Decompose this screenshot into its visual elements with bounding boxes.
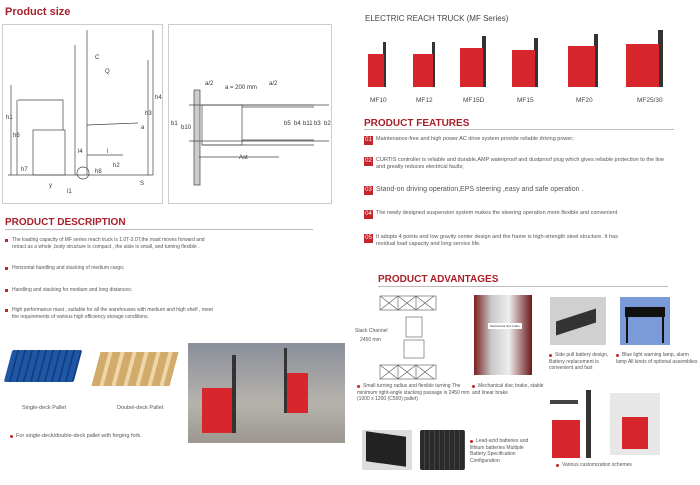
battery-pull-caption: Side pull battery design, Battery replac… bbox=[549, 352, 614, 372]
lamp-text: Blue light warning lamp, alarm lamp All … bbox=[616, 352, 698, 365]
description-item: Horizontal handling and stacking of medi… bbox=[5, 265, 124, 272]
top-view-drawing bbox=[189, 89, 329, 186]
dim-label: b2 bbox=[324, 121, 331, 127]
feature-number: 04 bbox=[364, 210, 373, 219]
custom-caption: Various customization schemes bbox=[556, 462, 632, 469]
model-label: MF25/30 bbox=[637, 97, 663, 104]
dim-label: a bbox=[141, 125, 145, 131]
custom-truck-photo bbox=[550, 390, 602, 458]
custom-body-photo bbox=[610, 393, 660, 455]
dim-label: Ast bbox=[239, 155, 248, 161]
truck-image-mf25-30 bbox=[626, 30, 668, 87]
double-deck-label: Doubel-deck Pallet bbox=[117, 405, 164, 411]
feature-number: 05 bbox=[364, 234, 373, 243]
series-title: ELECTRIC REACH TRUCK (MF Series) bbox=[365, 14, 509, 23]
dim-label: l bbox=[107, 149, 109, 155]
dim-label: h7 bbox=[21, 167, 28, 173]
side-view-drawing bbox=[8, 30, 154, 180]
dim-label: h1 bbox=[6, 115, 13, 121]
custom-text: Various customization schemes bbox=[562, 462, 632, 468]
battery-pull-text: Side pull battery design, Battery replac… bbox=[549, 352, 609, 371]
model-label: MF10 bbox=[370, 97, 387, 104]
truck-image-mf12 bbox=[413, 42, 439, 87]
dim-label: a/2 bbox=[205, 81, 214, 87]
description-title: PRODUCT DESCRIPTION bbox=[5, 217, 126, 228]
feature-text: The newly designed suspension system mak… bbox=[376, 210, 618, 216]
model-label: MF12 bbox=[416, 97, 433, 104]
single-deck-label: Single-deck Pallet bbox=[22, 405, 67, 411]
dim-label: b1 bbox=[171, 121, 178, 127]
dim-label: a = 200 mm bbox=[225, 85, 257, 91]
batteries-text: Lead-acid batteries and lithium batterie… bbox=[470, 438, 529, 464]
stack-channel-diagram bbox=[378, 295, 438, 380]
pallet-note: For single-deck/double-deck pallet with … bbox=[10, 433, 142, 440]
feature-number: 03 bbox=[364, 186, 373, 195]
model-label: MF15 bbox=[517, 97, 534, 104]
disc-brake-photo: Mechanical disc brake bbox=[474, 295, 532, 375]
truck-image-mf20 bbox=[568, 34, 602, 87]
lamp-caption: Blue light warning lamp, alarm lamp All … bbox=[616, 352, 700, 365]
turning-caption: Small turning radius and flexible turnin… bbox=[357, 383, 472, 403]
dim-label: b3 bbox=[314, 121, 321, 127]
dim-label: l1 bbox=[67, 189, 72, 195]
dim-label: h6 bbox=[13, 133, 20, 139]
brake-caption: Mechanical disc brake, stable and linear… bbox=[472, 383, 547, 396]
battery-tray-photo bbox=[550, 297, 606, 345]
dim-label: h8 bbox=[95, 169, 102, 175]
features-title: PRODUCT FEATURES bbox=[364, 118, 470, 129]
feature-number: 02 bbox=[364, 157, 373, 166]
stack-channel-value: 2450 mm bbox=[360, 337, 381, 343]
dim-label: h2 bbox=[113, 163, 120, 169]
warning-lamp-photo bbox=[620, 297, 670, 345]
model-label: MF15D bbox=[463, 97, 485, 104]
pallet-note-text: For single-deck/double-deck pallet with … bbox=[16, 433, 142, 439]
description-item: Handling and stacking for medium and lon… bbox=[5, 287, 132, 294]
feature-text: CURTIS controller is reliable and durabl… bbox=[376, 157, 665, 170]
brake-text: Mechanical disc brake, stable and linear… bbox=[472, 383, 544, 396]
feature-text: Stand-on driving operation,EPS steering … bbox=[376, 186, 584, 193]
side-view-diagram: C Q h4 h3 h1 h6 l4 l h2 h7 h8 y l1 S a bbox=[2, 24, 163, 204]
dim-label: l4 bbox=[78, 149, 83, 155]
truck-image-mf15 bbox=[512, 38, 542, 87]
single-deck-pallet-image bbox=[3, 350, 83, 382]
dim-label: h4 bbox=[155, 95, 162, 101]
lithium-battery-photo bbox=[420, 430, 465, 470]
product-size-title: Product size bbox=[5, 6, 71, 18]
stack-channel-label: Stack Channel bbox=[355, 328, 388, 334]
feature-text: It adopts 4 points and low gravity cente… bbox=[376, 234, 618, 247]
dim-label: b10 bbox=[181, 125, 192, 131]
turning-text: Small turning radius and flexible turnin… bbox=[357, 383, 470, 402]
dim-label: y bbox=[49, 183, 52, 189]
dim-label: b11 bbox=[303, 121, 313, 127]
brake-tag: Mechanical disc brake bbox=[488, 323, 522, 329]
dim-label: h3 bbox=[145, 111, 152, 117]
dim-label: C bbox=[95, 55, 100, 61]
dim-label: S bbox=[140, 181, 145, 187]
warehouse-photo bbox=[188, 343, 345, 443]
stack-channel-drawing bbox=[379, 295, 437, 380]
lead-acid-battery-photo bbox=[362, 430, 412, 470]
batteries-caption: Lead-acid batteries and lithium batterie… bbox=[470, 438, 540, 464]
truck-image-mf10 bbox=[368, 42, 390, 87]
model-label: MF20 bbox=[576, 97, 593, 104]
dim-label: b4 bbox=[294, 121, 301, 127]
dim-label: Q bbox=[105, 69, 110, 75]
truck-image-mf15d bbox=[460, 36, 490, 87]
double-deck-pallet-image bbox=[91, 352, 179, 386]
description-item: High performance mast , suitable for all… bbox=[5, 307, 220, 320]
dim-label: a/2 bbox=[269, 81, 278, 87]
dim-label: b5 bbox=[284, 121, 291, 127]
description-item: The loading capacity of MF series reach … bbox=[5, 237, 220, 250]
top-view-diagram: a/2 a = 200 mm a/2 b1 b10 b5 b4 b11 b3 b… bbox=[168, 24, 332, 204]
feature-number: 01 bbox=[364, 136, 373, 145]
feature-text: Maintenance-free and high power AC drive… bbox=[376, 136, 574, 142]
advantages-title: PRODUCT ADVANTAGES bbox=[378, 274, 499, 285]
